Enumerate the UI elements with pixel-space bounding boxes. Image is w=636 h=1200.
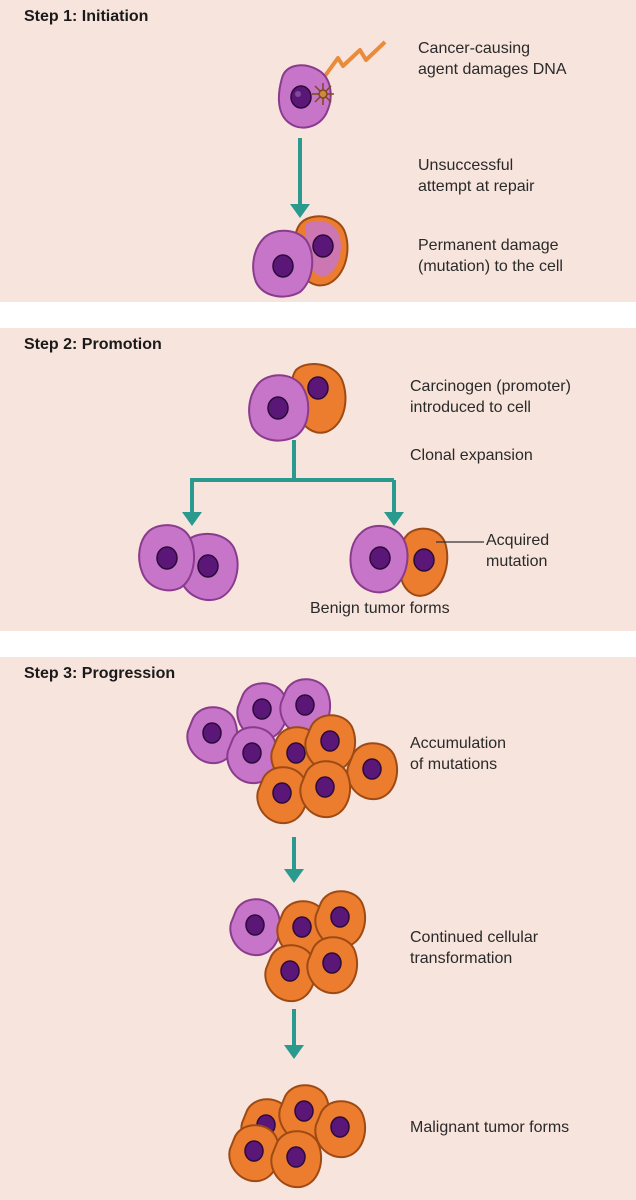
caption-mutation: Permanent damage (mutation) to the cell bbox=[418, 235, 563, 277]
step-2-panel: Step 2: Promotion bbox=[0, 328, 636, 631]
normal-cell bbox=[229, 898, 282, 957]
caption-acquired: Acquired mutation bbox=[486, 530, 549, 572]
arrow-down-icon bbox=[284, 837, 304, 883]
mutated-cell-pair bbox=[252, 215, 349, 298]
transforming-cell-cluster bbox=[229, 890, 367, 1003]
caption-line: Carcinogen (promoter) bbox=[410, 378, 571, 395]
caption-line: introduced to cell bbox=[410, 399, 531, 416]
caption-clonal: Clonal expansion bbox=[410, 445, 533, 466]
arrow-down-icon bbox=[384, 512, 404, 526]
benign-tumor-cell-pair bbox=[349, 524, 449, 597]
step-2-title: Step 2: Promotion bbox=[24, 336, 162, 353]
mutated-cell bbox=[304, 714, 357, 773]
progression-diagram bbox=[186, 678, 399, 1189]
normal-cell-pair bbox=[138, 524, 239, 601]
mutated-cell bbox=[228, 1124, 281, 1183]
mutated-cell bbox=[314, 890, 367, 949]
promoter-cell-pair bbox=[248, 363, 347, 442]
mutated-cell bbox=[299, 760, 352, 819]
caption-repair: Unsuccessful attempt at repair bbox=[418, 155, 535, 197]
mutated-cell bbox=[270, 1130, 323, 1189]
arrow-down-icon bbox=[182, 512, 202, 526]
caption-line: Clonal expansion bbox=[410, 447, 533, 464]
mutated-cell bbox=[314, 1100, 367, 1159]
mutated-cell bbox=[264, 944, 317, 1003]
caption-line: Permanent damage bbox=[418, 237, 559, 254]
step-3-title: Step 3: Progression bbox=[24, 665, 176, 682]
caption-line: mutation bbox=[486, 553, 548, 570]
damaged-cell bbox=[277, 64, 332, 129]
caption-accumulation: Accumulation of mutations bbox=[410, 733, 506, 775]
caption-line: Unsuccessful bbox=[418, 157, 514, 174]
caption-line: agent damages DNA bbox=[418, 61, 567, 78]
malignant-cell-cluster bbox=[228, 1084, 367, 1189]
dna-damage-star-icon bbox=[312, 83, 334, 105]
arrow-down-icon bbox=[290, 138, 310, 218]
normal-cell bbox=[226, 726, 279, 785]
caption-line: (mutation) to the cell bbox=[418, 258, 563, 275]
mutated-cell bbox=[276, 900, 329, 959]
normal-cell bbox=[236, 682, 289, 741]
caption-transformation: Continued cellular transformation bbox=[410, 927, 538, 969]
step-3-panel: Step 3: Progression Accumulation of muta… bbox=[0, 657, 636, 1200]
caption-line: attempt at repair bbox=[418, 178, 535, 195]
mutated-cell bbox=[306, 936, 359, 995]
branch-arrows-icon bbox=[190, 440, 396, 514]
caption-line: Cancer-causing bbox=[418, 40, 531, 57]
arrow-down-icon bbox=[284, 1009, 304, 1059]
caption-line: of mutations bbox=[410, 756, 498, 773]
caption-damage: Cancer-causing agent damages DNA bbox=[418, 38, 567, 80]
caption-line: Benign tumor forms bbox=[310, 600, 450, 617]
caption-line: transformation bbox=[410, 950, 513, 967]
step-1-panel: Step 1: Initiation bbox=[0, 0, 636, 302]
step-1-title: Step 1: Initiation bbox=[24, 8, 149, 25]
caption-malignant: Malignant tumor forms bbox=[410, 1117, 569, 1138]
mixed-cell-cluster bbox=[186, 678, 399, 825]
caption-promoter: Carcinogen (promoter) introduced to cell bbox=[410, 376, 571, 418]
caption-line: Continued cellular bbox=[410, 929, 539, 946]
lightning-bolt-icon bbox=[320, 40, 387, 82]
caption-benign: Benign tumor forms bbox=[310, 598, 450, 619]
mutated-cell bbox=[256, 766, 309, 825]
caption-line: Accumulation bbox=[410, 735, 507, 752]
caption-line: Malignant tumor forms bbox=[410, 1119, 570, 1136]
mutated-cell bbox=[346, 742, 399, 801]
promotion-diagram bbox=[138, 363, 484, 601]
initiation-diagram bbox=[252, 40, 387, 298]
caption-line: Acquired bbox=[486, 532, 550, 549]
